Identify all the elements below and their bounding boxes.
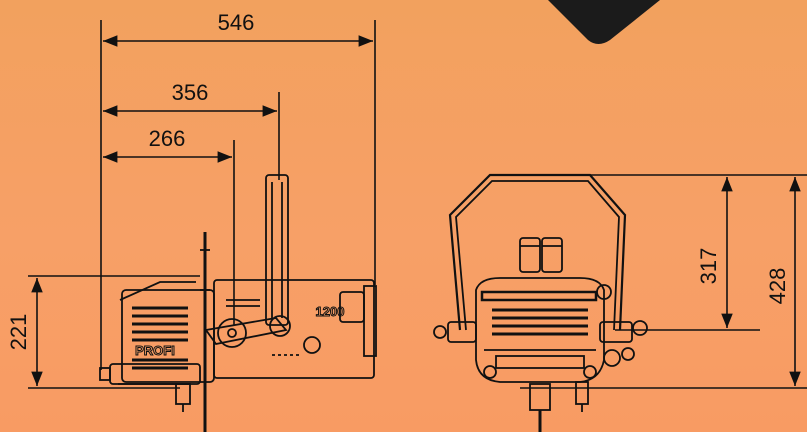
corner-dark-shape <box>548 0 660 44</box>
side-view-fixture <box>99 174 377 432</box>
front-view-labels: 317 428 <box>696 248 790 305</box>
label-356: 356 <box>172 80 209 105</box>
front-view-dimensions <box>520 174 807 389</box>
label-546: 546 <box>218 10 255 35</box>
brand-label: PROFI <box>135 343 175 358</box>
side-view-dimensions <box>28 20 376 389</box>
label-428: 428 <box>765 268 790 305</box>
label-317: 317 <box>696 248 721 285</box>
model-label: 1200 <box>316 304 345 319</box>
label-266: 266 <box>149 126 186 151</box>
label-221: 221 <box>6 314 31 351</box>
side-view-labels: 546 356 266 221 <box>6 10 254 350</box>
front-view-fixture <box>433 173 648 432</box>
